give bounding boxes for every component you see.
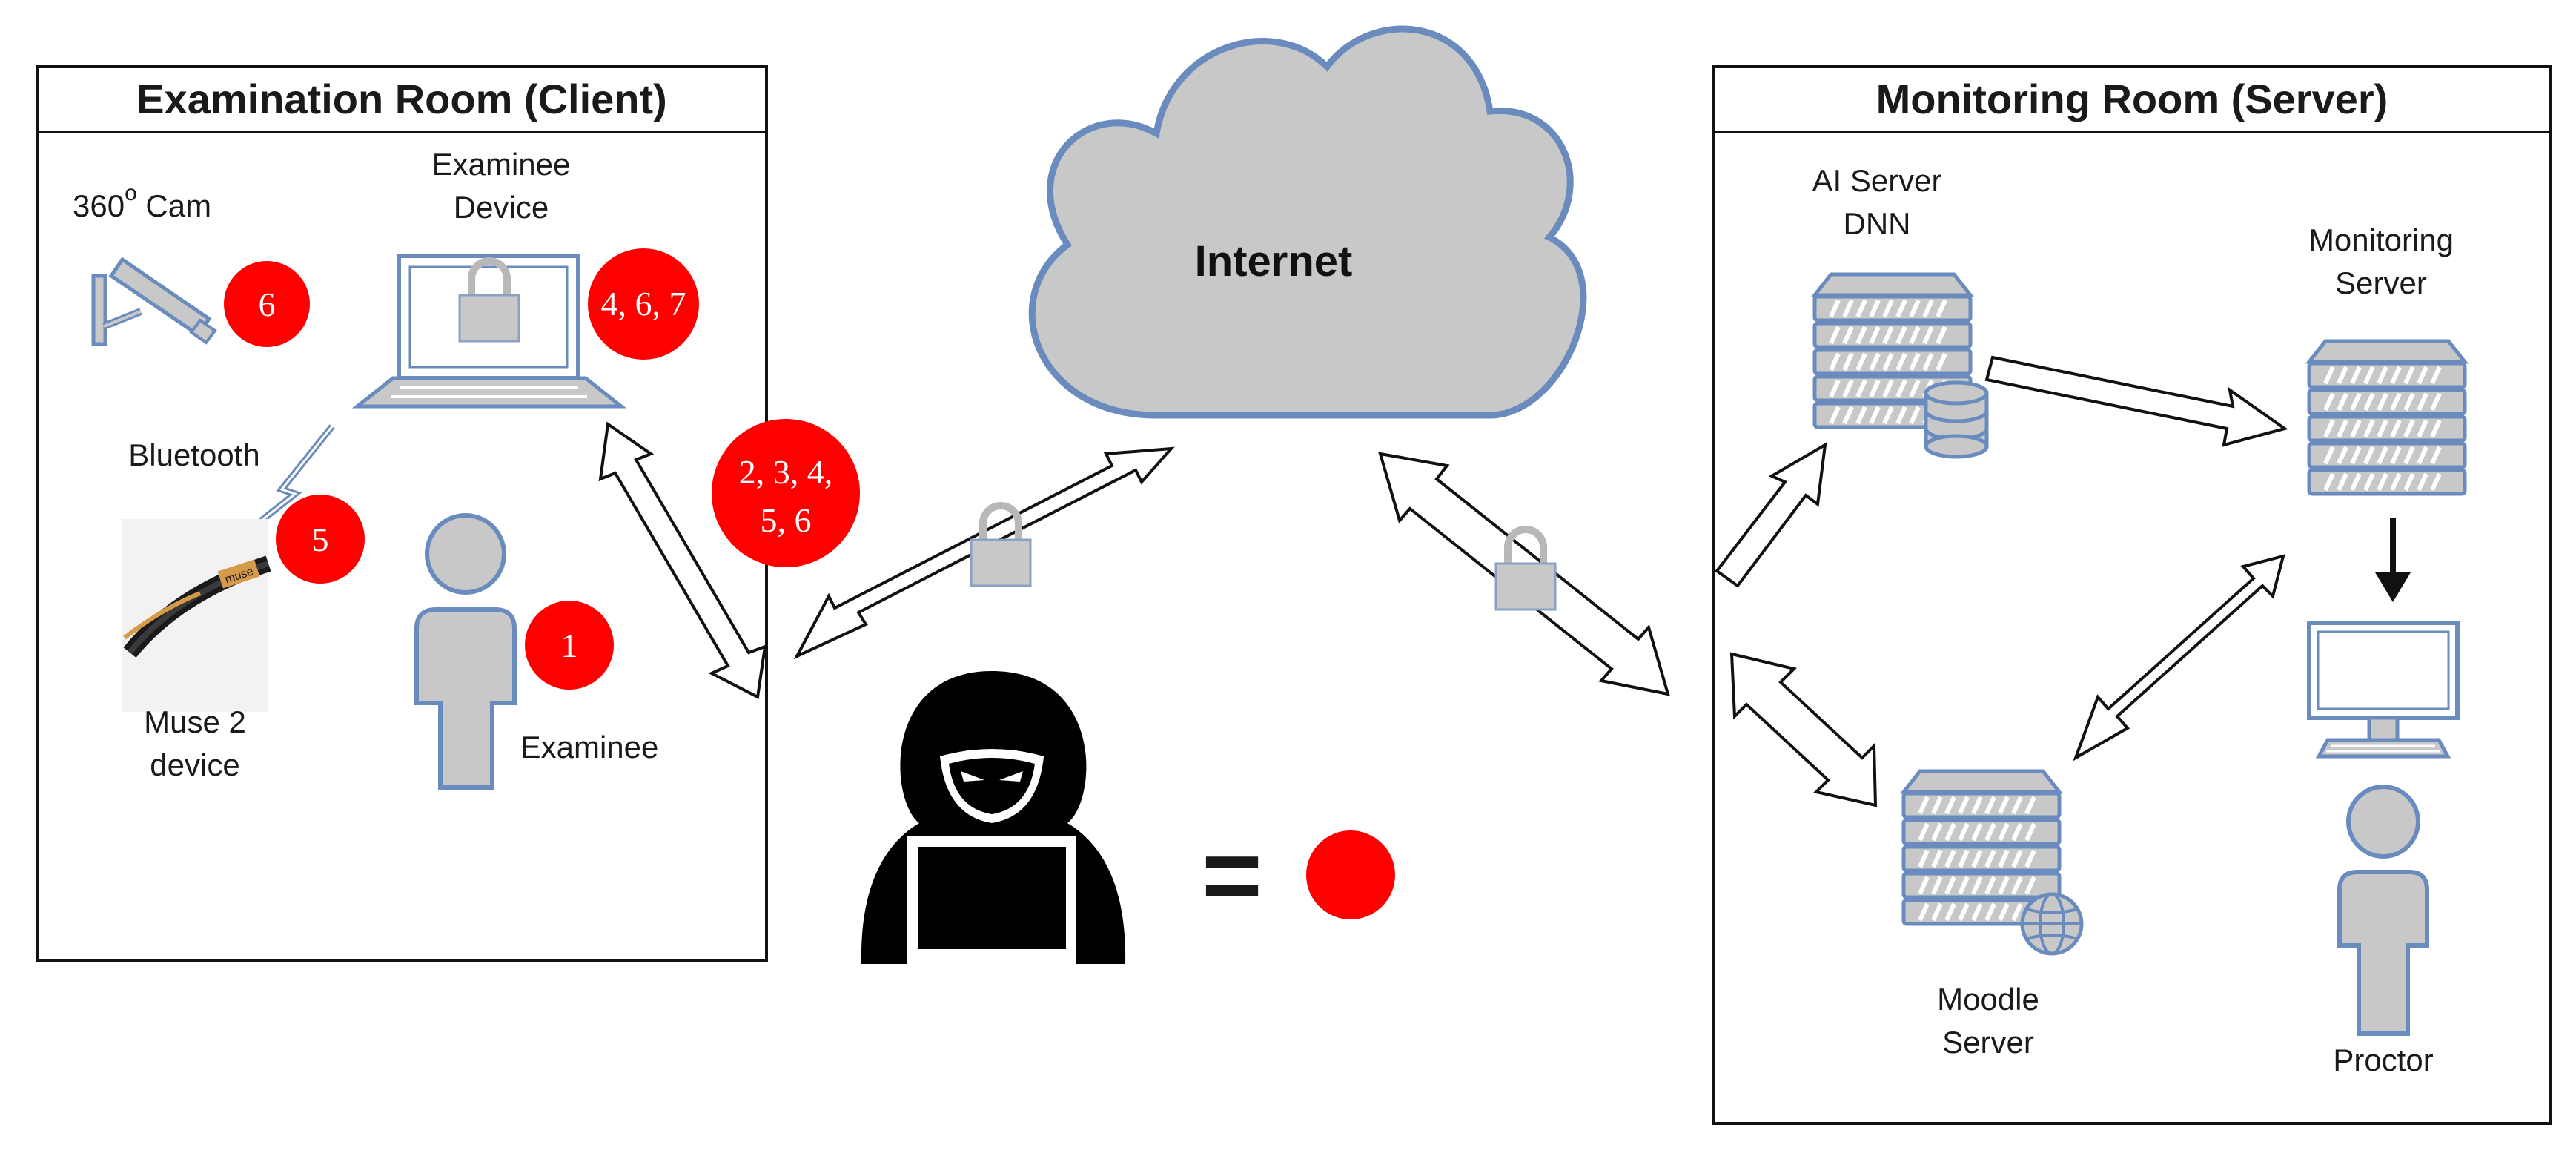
moodle-server-icon — [1899, 769, 2084, 956]
svg-text:1: 1 — [561, 627, 578, 664]
arrow-server-moodle — [1729, 652, 1878, 807]
arrow-to-ai-server — [1715, 442, 1827, 588]
badge-link: 2, 3, 4, 5, 6 — [712, 419, 860, 567]
badge-circle — [276, 495, 365, 584]
ai-server-label-1: AI Server — [1812, 163, 1941, 198]
proctor-person-icon — [2337, 785, 2429, 1036]
laptop-icon — [351, 254, 627, 409]
arrow-client-internet — [793, 446, 1175, 660]
examinee-device-label-1: Examinee — [432, 147, 571, 182]
globe-icon — [2020, 892, 2084, 956]
badge-bluetooth: 5 — [276, 495, 365, 584]
bluetooth-label: Bluetooth — [128, 437, 259, 472]
moodle-server-label-2: Server — [1942, 1025, 2034, 1060]
arrow-monitoring-to-proctor — [2375, 518, 2411, 602]
svg-text:5, 6: 5, 6 — [761, 501, 812, 539]
monitoring-server-label-1: Monitoring — [2308, 222, 2454, 257]
moodle-server-label-1: Moodle — [1937, 982, 2039, 1017]
svg-text:360o Cam: 360o Cam — [73, 181, 211, 223]
lock-icon — [1496, 529, 1555, 610]
monitoring-server-icon — [2305, 339, 2469, 494]
hacker-icon — [861, 671, 1126, 964]
cam-label-degree: o — [125, 181, 137, 205]
muse-label-2: device — [150, 747, 239, 782]
ai-server-icon — [1810, 272, 1989, 459]
badge-circle — [588, 248, 699, 360]
server-panel-title: Monitoring Room (Server) — [1876, 76, 2388, 122]
muse-label-1: Muse 2 — [144, 704, 246, 739]
svg-text:2, 3, 4,: 2, 3, 4, — [739, 453, 833, 491]
internet-cloud-icon: Internet — [1028, 25, 1587, 419]
arrow-ai-to-monitoring — [1984, 355, 2288, 447]
svg-text:6: 6 — [259, 285, 276, 323]
examinee-person-icon — [414, 513, 517, 790]
database-icon — [1924, 380, 1989, 459]
internet-label: Internet — [1195, 237, 1353, 285]
server-panel: Monitoring Room (Server) — [1712, 65, 2552, 1125]
muse-headband-image: muse — [122, 519, 271, 712]
cam-label: 360 — [73, 188, 125, 223]
monitoring-server-label-2: Server — [2335, 265, 2427, 300]
badge-cam: 6 — [224, 261, 310, 347]
badge-device: 4, 6, 7 — [588, 248, 699, 360]
client-panel-title: Examination Room (Client) — [136, 76, 667, 122]
legend-equals: = — [1202, 816, 1262, 933]
proctor-label: Proctor — [2333, 1043, 2433, 1077]
proctor-monitor-icon — [2307, 621, 2460, 759]
arrow-device-link — [598, 421, 767, 700]
arrow-moodle-monitoring — [2073, 554, 2285, 762]
camera-icon: 360o Cam — [73, 181, 217, 346]
legend-red-dot — [1306, 830, 1395, 919]
examinee-device-label-2: Device — [454, 190, 549, 225]
ai-server-label-2: DNN — [1844, 206, 1911, 241]
badge-circle — [224, 261, 310, 347]
cam-label-suffix: Cam — [137, 188, 211, 223]
client-panel: Examination Room (Client) — [36, 65, 768, 962]
examinee-label: Examinee — [520, 730, 659, 764]
arrow-internet-server — [1378, 452, 1670, 696]
svg-text:5: 5 — [312, 521, 329, 558]
badge-circle — [712, 419, 860, 567]
svg-text:4, 6, 7: 4, 6, 7 — [601, 285, 686, 323]
lock-icon — [971, 506, 1030, 586]
badge-examinee: 1 — [525, 601, 614, 690]
badge-circle — [525, 601, 614, 690]
